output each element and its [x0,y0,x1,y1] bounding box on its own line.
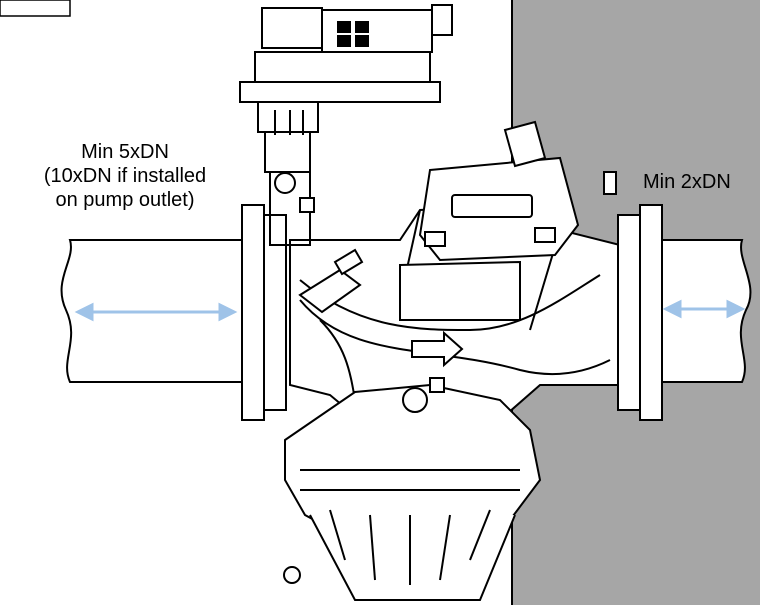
downstream-dimension-arrow [662,299,746,319]
downstream-pipe [659,239,752,383]
upstream-label-line-2: (10xDN if installed [43,165,207,187]
corner-box [0,0,71,17]
downstream-distance-label: Min 2xDN [643,171,731,193]
upstream-label-line-1: Min 5xDN [81,141,169,163]
upstream-dimension-arrow [74,302,238,322]
pilot-assembly [239,4,453,246]
valve-bonnet [399,120,580,321]
flow-direction-arrow-icon [411,330,464,368]
fittings [298,171,617,401]
upstream-distance-label: Min 5xDN (10xDN if installed on pump out… [10,140,240,212]
upstream-label-line-3: on pump outlet) [55,189,195,211]
diaphragm-chamber [283,377,542,601]
